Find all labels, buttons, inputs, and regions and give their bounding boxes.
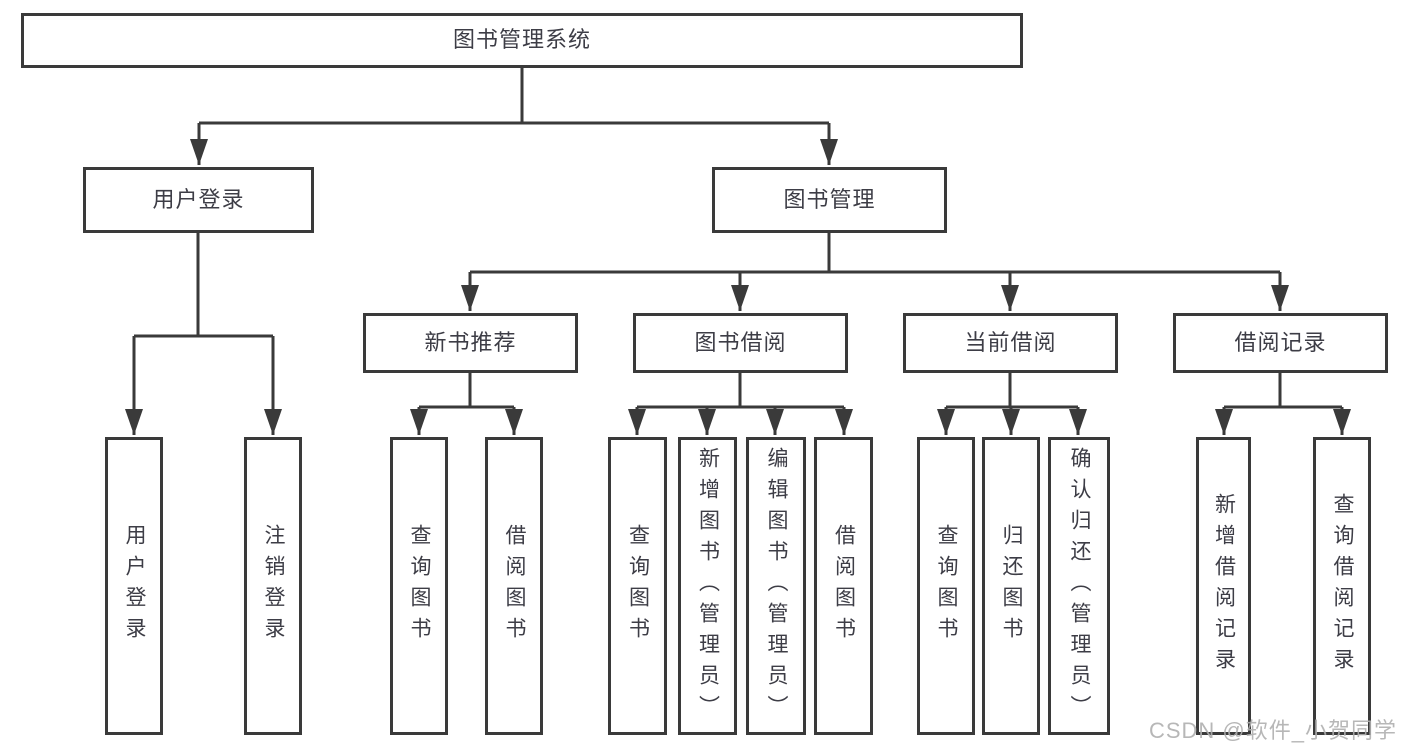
node-book-management: 图书管理 (712, 167, 947, 233)
csdn-watermark: CSDN @软件_小贺同学 (1148, 718, 1397, 743)
leaf-edit-books-admin: 编辑图书（管理员） (746, 437, 806, 735)
node-user-login: 用户登录 (83, 167, 314, 233)
leaf-borrow-books: 借阅图书 (485, 437, 543, 735)
leaf-query-books-3: 查询图书 (917, 437, 975, 735)
leaf-query-books-2: 查询图书 (608, 437, 667, 735)
node-borrow-records: 借阅记录 (1173, 313, 1388, 373)
node-new-book-recommend: 新书推荐 (363, 313, 578, 373)
leaf-add-books-admin: 新增图书（管理员） (678, 437, 737, 735)
leaf-add-borrow-record: 新增借阅记录 (1196, 437, 1251, 735)
leaf-query-books: 查询图书 (390, 437, 448, 735)
leaf-return-books: 归还图书 (982, 437, 1040, 735)
leaf-borrow-books-2: 借阅图书 (814, 437, 873, 735)
node-library-management-system: 图书管理系统 (21, 13, 1023, 68)
node-current-borrow: 当前借阅 (903, 313, 1118, 373)
node-book-borrow: 图书借阅 (633, 313, 848, 373)
leaf-query-borrow-record: 查询借阅记录 (1313, 437, 1371, 735)
leaf-user-login: 用户登录 (105, 437, 163, 735)
leaf-confirm-return-admin: 确认归还（管理员） (1048, 437, 1110, 735)
leaf-logout: 注销登录 (244, 437, 302, 735)
